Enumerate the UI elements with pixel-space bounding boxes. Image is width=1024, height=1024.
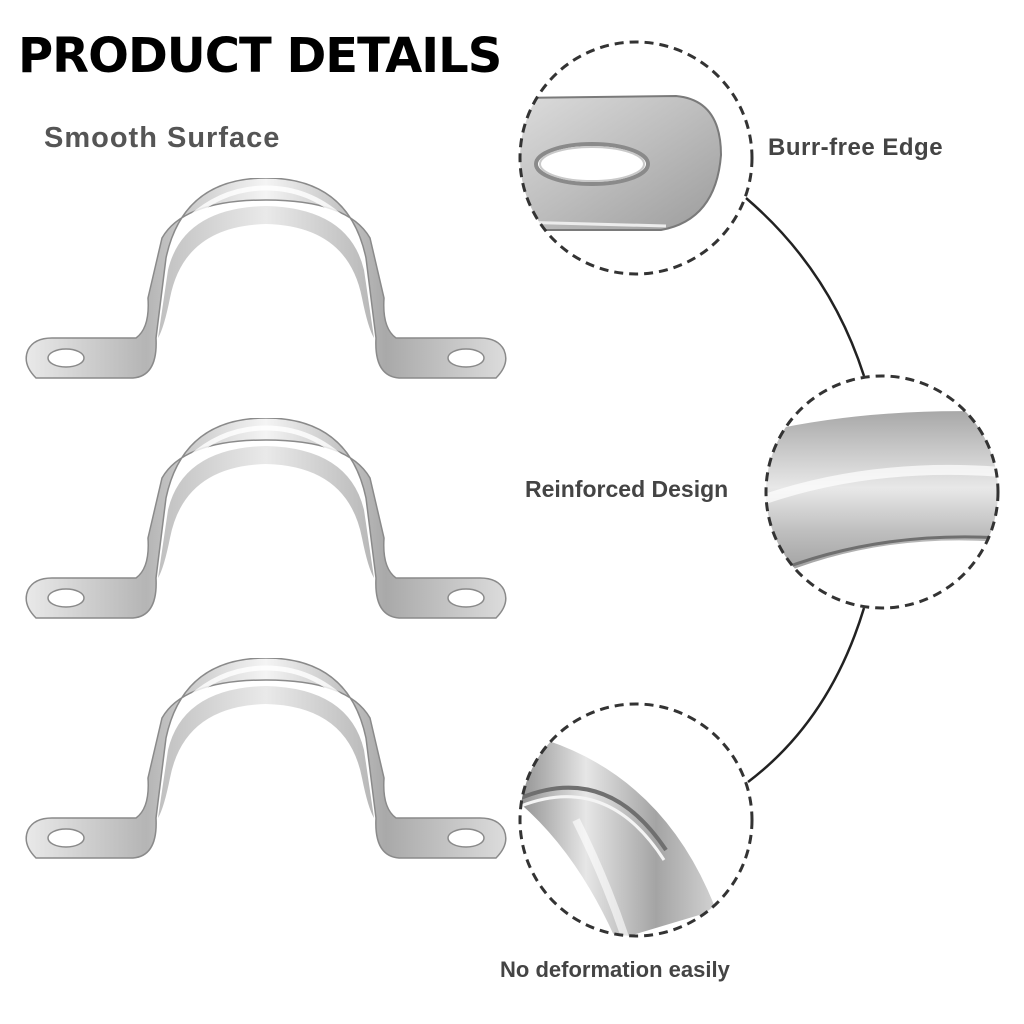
burr-free-edge-label: Burr-free Edge <box>768 134 944 161</box>
reinforced-design-label: Reinforced Design <box>525 476 729 502</box>
no-deformation-closeup <box>518 702 754 938</box>
burr-free-edge-closeup <box>518 40 754 276</box>
smooth-surface-label: Smooth Surface <box>44 122 281 154</box>
reinforced-design-closeup <box>764 374 1000 610</box>
no-deformation-label: No deformation easily <box>500 957 730 982</box>
page-title: PRODUCT DETAILS <box>18 28 502 84</box>
